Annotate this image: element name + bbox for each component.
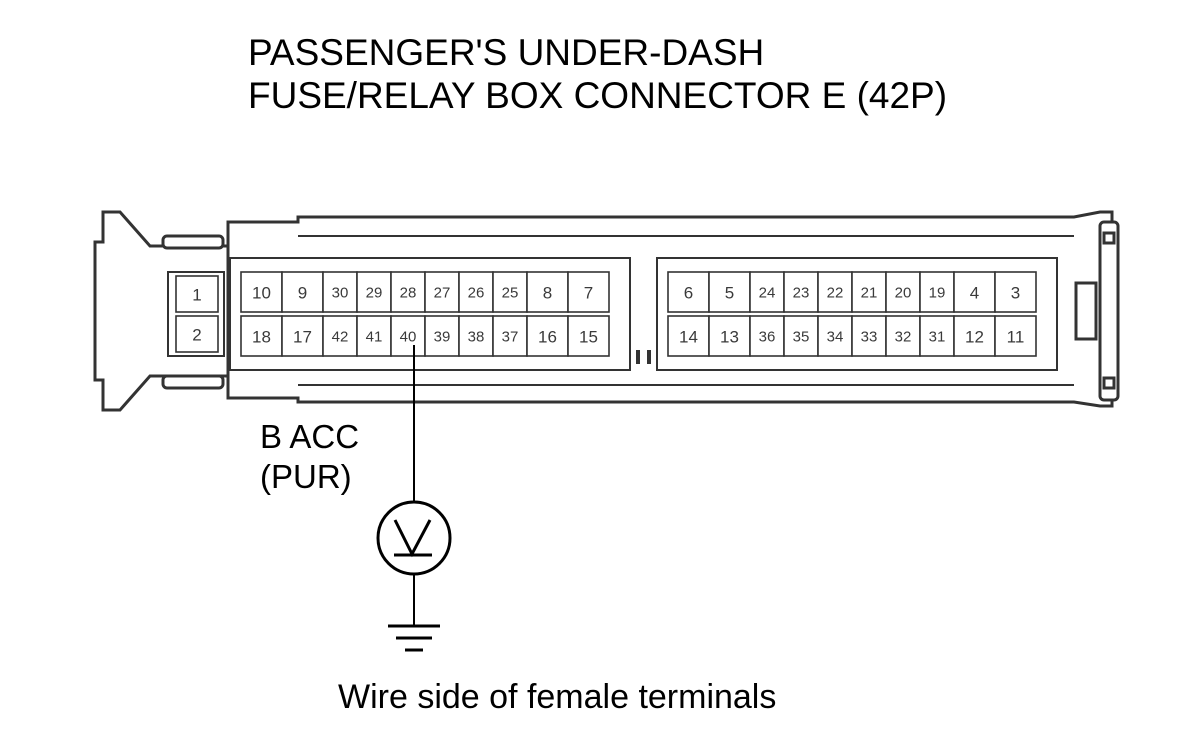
pin-cell-41	[356, 315, 392, 357]
block-divider-mark-1	[636, 350, 640, 364]
voltmeter-symbol	[376, 500, 452, 576]
pin-cell-42	[322, 315, 358, 357]
pin-cell-16	[526, 315, 569, 357]
pin-cell-33	[851, 315, 887, 357]
pin-number-29: 29	[366, 285, 383, 302]
pin-number-30: 30	[332, 285, 349, 302]
pin-cell-34	[817, 315, 853, 357]
block-divider-mark-2	[647, 350, 651, 364]
pin-number-8: 8	[543, 284, 552, 303]
left-upper-tab	[161, 234, 225, 250]
pin-number-15: 15	[579, 328, 598, 347]
pin-number-34: 34	[827, 329, 844, 346]
caption: Wire side of female terminals	[338, 678, 776, 716]
pin-number-32: 32	[895, 329, 912, 346]
pin-number-18: 18	[252, 328, 271, 347]
pin-number-3: 3	[1011, 284, 1020, 303]
pin-cell-6	[667, 271, 710, 313]
pin-number-25: 25	[502, 285, 519, 302]
pin-number-31: 31	[929, 329, 946, 346]
pin-cell-13	[708, 315, 751, 357]
pin-number-28: 28	[400, 285, 417, 302]
pin-cell-4	[953, 271, 996, 313]
right-lock-tab	[1074, 281, 1098, 341]
pin-number-2: 2	[192, 326, 201, 345]
probe-label-line-2: (PUR)	[260, 458, 352, 495]
pin-cell-2	[175, 315, 219, 353]
probe-label-line-1: B ACC	[260, 418, 359, 455]
pin-number-41: 41	[366, 329, 383, 346]
pin-cell-20	[885, 271, 921, 313]
pin-number-16: 16	[538, 328, 557, 347]
left-end-bracket	[93, 210, 230, 412]
pin-cell-5	[708, 271, 751, 313]
pin-number-20: 20	[895, 285, 912, 302]
pin-cell-3	[994, 271, 1037, 313]
pin-number-42: 42	[332, 329, 349, 346]
pin-number-10: 10	[252, 284, 271, 303]
pin-cell-18	[240, 315, 283, 357]
pin-cell-15	[567, 315, 610, 357]
pin-cell-28	[390, 271, 426, 313]
pin-number-9: 9	[298, 284, 307, 303]
pin-cell-22	[817, 271, 853, 313]
pin-number-24: 24	[759, 285, 776, 302]
pin-number-21: 21	[861, 285, 878, 302]
pin-number-4: 4	[970, 284, 979, 303]
pin-number-22: 22	[827, 285, 844, 302]
right-end-cap	[1098, 220, 1120, 402]
left-lower-tab	[161, 374, 225, 390]
pin-cell-25	[492, 271, 528, 313]
right-cap-nub-top	[1102, 231, 1116, 245]
pin-number-5: 5	[725, 284, 734, 303]
pin-number-13: 13	[720, 328, 739, 347]
pin-cell-12	[953, 315, 996, 357]
pin-number-14: 14	[679, 328, 698, 347]
pin-number-19: 19	[929, 285, 946, 302]
pin-cell-32	[885, 315, 921, 357]
pin-number-27: 27	[434, 285, 451, 302]
pin-cell-39	[424, 315, 460, 357]
pin-cell-14	[667, 315, 710, 357]
pin-number-1: 1	[192, 286, 201, 305]
pin-number-6: 6	[684, 284, 693, 303]
pin-number-37: 37	[502, 329, 519, 346]
pin-number-11: 11	[1007, 328, 1025, 347]
pin-cell-17	[281, 315, 324, 357]
pin-cell-11	[994, 315, 1037, 357]
pin-cell-23	[783, 271, 819, 313]
pin-cell-8	[526, 271, 569, 313]
pin-number-33: 33	[861, 329, 878, 346]
pin-cell-36	[749, 315, 785, 357]
pin-cell-27	[424, 271, 460, 313]
pin-number-26: 26	[468, 285, 485, 302]
pin-cell-10	[240, 271, 283, 313]
pin-number-39: 39	[434, 329, 451, 346]
pin-number-40: 40	[400, 329, 417, 346]
pin-cell-7	[567, 271, 610, 313]
pin-number-36: 36	[759, 329, 776, 346]
pin-number-17: 17	[293, 328, 312, 347]
voltmeter-probe	[376, 345, 452, 652]
pin-cell-1	[175, 275, 219, 313]
pin-number-23: 23	[793, 285, 810, 302]
pin-cell-38	[458, 315, 494, 357]
title-line-1: PASSENGER'S UNDER-DASH	[248, 32, 764, 73]
right-cap-nub-bottom	[1102, 376, 1116, 390]
pin-number-38: 38	[468, 329, 485, 346]
pin-number-35: 35	[793, 329, 810, 346]
title-line-2: FUSE/RELAY BOX CONNECTOR E (42P)	[248, 75, 947, 116]
pin-cell-31	[919, 315, 955, 357]
pin-number-7: 7	[584, 284, 593, 303]
pin-number-12: 12	[965, 328, 984, 347]
pin-cell-40	[390, 315, 426, 357]
